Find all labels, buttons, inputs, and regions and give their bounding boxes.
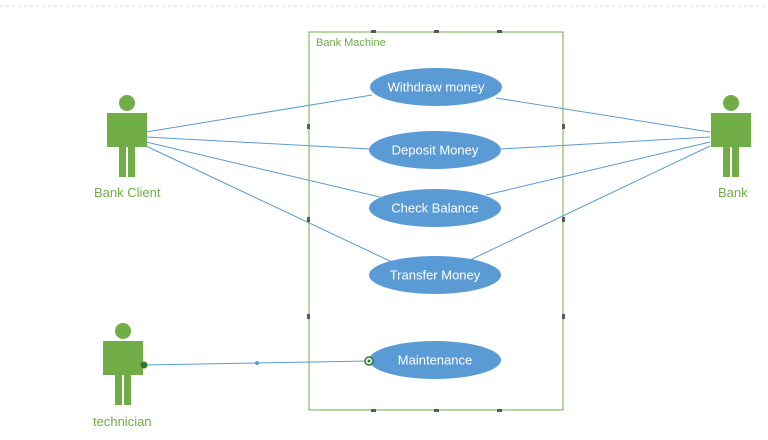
association-lines — [144, 94, 711, 366]
use-case-label-transfer-money: Transfer Money — [389, 267, 481, 283]
association-bank-withdraw[interactable] — [495, 97, 711, 133]
boundary-handle[interactable] — [307, 124, 310, 129]
actor-bank-client[interactable] — [107, 95, 147, 177]
use-case-transfer-money[interactable] — [369, 256, 501, 294]
use-case-withdraw-money[interactable] — [370, 68, 502, 106]
boundary-handle[interactable] — [562, 217, 565, 222]
selection-handles — [307, 30, 565, 412]
boundary-handle[interactable] — [562, 124, 565, 129]
boundary-handle[interactable] — [371, 409, 376, 412]
boundary-handle[interactable] — [434, 409, 439, 412]
connector-midpoint-handle[interactable] — [255, 361, 259, 365]
use-case-label-withdraw-money: Withdraw money — [387, 79, 485, 95]
use-case-label-check-balance: Check Balance — [391, 200, 479, 216]
actor-technician[interactable] — [103, 323, 143, 405]
boundary-handle[interactable] — [371, 30, 376, 33]
actor-label-technician: technician — [93, 414, 152, 429]
use-case-check-balance[interactable] — [369, 189, 501, 227]
association-bank-transfer[interactable] — [469, 145, 711, 261]
use-case-deposit-money[interactable] — [369, 131, 501, 169]
connector-end-handle-dot — [367, 359, 371, 363]
connector-start-handle[interactable] — [140, 361, 148, 369]
actor-label-bank-client: Bank Client — [94, 185, 161, 200]
use-case-maintenance[interactable] — [369, 341, 501, 379]
association-bank-check-balance[interactable] — [485, 141, 711, 196]
system-boundary-label: Bank Machine — [316, 37, 386, 49]
association-bank-client-withdraw[interactable] — [145, 94, 373, 133]
boundary-handle[interactable] — [497, 409, 502, 412]
association-bank-client-check-balance[interactable] — [145, 141, 381, 198]
boundary-handle[interactable] — [307, 217, 310, 222]
boundary-handle[interactable] — [497, 30, 502, 33]
actor-label-bank: Bank — [718, 185, 748, 200]
boundary-handle[interactable] — [562, 314, 565, 319]
association-bank-deposit[interactable] — [500, 136, 711, 150]
actor-bank[interactable] — [711, 95, 751, 177]
use-case-label-deposit-money: Deposit Money — [391, 142, 479, 158]
association-bank-client-deposit[interactable] — [145, 136, 371, 150]
boundary-handle[interactable] — [307, 314, 310, 319]
use-case-label-maintenance: Maintenance — [397, 352, 473, 368]
association-bank-client-transfer[interactable] — [145, 145, 393, 263]
boundary-handle[interactable] — [434, 30, 439, 33]
use-cases — [369, 68, 502, 379]
